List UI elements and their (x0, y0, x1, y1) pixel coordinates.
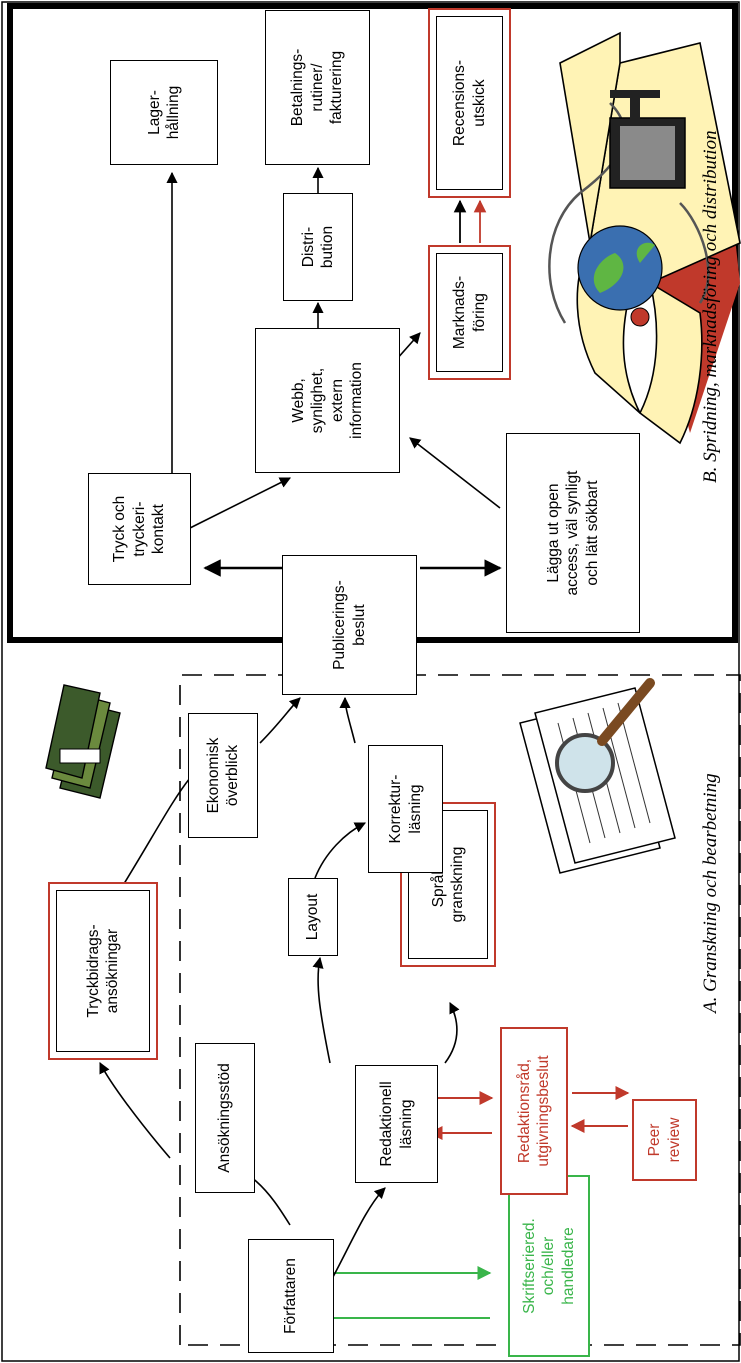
section-a-frame (179, 674, 741, 1346)
arrow-lagga-webb (409, 437, 501, 509)
node-forfattaren: Författaren (248, 1239, 334, 1353)
computer-globe-icon (548, 90, 710, 324)
money-icon (45, 684, 121, 799)
node-lagga-ut: Lägga ut open access, väl synligt och lä… (506, 433, 640, 633)
magnifier-documents-icon (519, 678, 676, 874)
node-marknadsforing-label: Marknads- föring (436, 253, 503, 372)
node-layout: Layout (288, 878, 338, 956)
node-distribution: Distri- bution (283, 193, 353, 301)
node-redaktionell: Redaktionell läsning (355, 1065, 438, 1183)
node-korrektur: Korrektur- läsning (368, 745, 443, 873)
arrow-layout-korr (314, 822, 367, 879)
node-ansokningsstod: Ansökningsstöd (195, 1043, 255, 1193)
node-peer-review: Peer review (632, 1099, 697, 1181)
node-ekonomisk: Ekonomisk överblick (188, 713, 258, 838)
node-redaktionsrad: Redaktionsråd, utgivningsbeslut (500, 1027, 568, 1195)
node-marknadsforing: Marknads- föring (428, 245, 511, 380)
arrow-red-layout (312, 956, 331, 1064)
node-recension-label: Recensions- utskick (436, 16, 503, 190)
node-tryckbidrag-label: Tryckbidrags- ansökningar (56, 890, 150, 1052)
node-webb: Webb, synlighet, extern information (255, 328, 400, 473)
arrow-ek-pub (259, 697, 301, 744)
node-publicering: Publicerings- beslut (282, 555, 417, 695)
section-a-caption: A. Granskning och bearbetning (700, 773, 721, 1013)
arrow-korr-pub (339, 696, 356, 744)
node-tryck: Tryck och tryckeri- kontakt (88, 473, 191, 585)
section-b-caption: B. Spridning, marknadsföring och distrib… (700, 130, 721, 483)
node-lager: Lager- hållning (110, 60, 218, 165)
arrow-ans-tryckbidrag (99, 1061, 171, 1159)
node-recension: Recensions- utskick (428, 8, 511, 198)
node-skriftseriered: Skriftseriered. och/eller handledare (508, 1175, 590, 1357)
arrow-red-sprak (444, 1001, 460, 1064)
node-betalning: Betalnings- rutiner/ fakturering (265, 10, 370, 165)
arrow-tryck-webb (189, 477, 292, 529)
node-tryckbidrag: Tryckbidrags- ansökningar (48, 882, 158, 1060)
